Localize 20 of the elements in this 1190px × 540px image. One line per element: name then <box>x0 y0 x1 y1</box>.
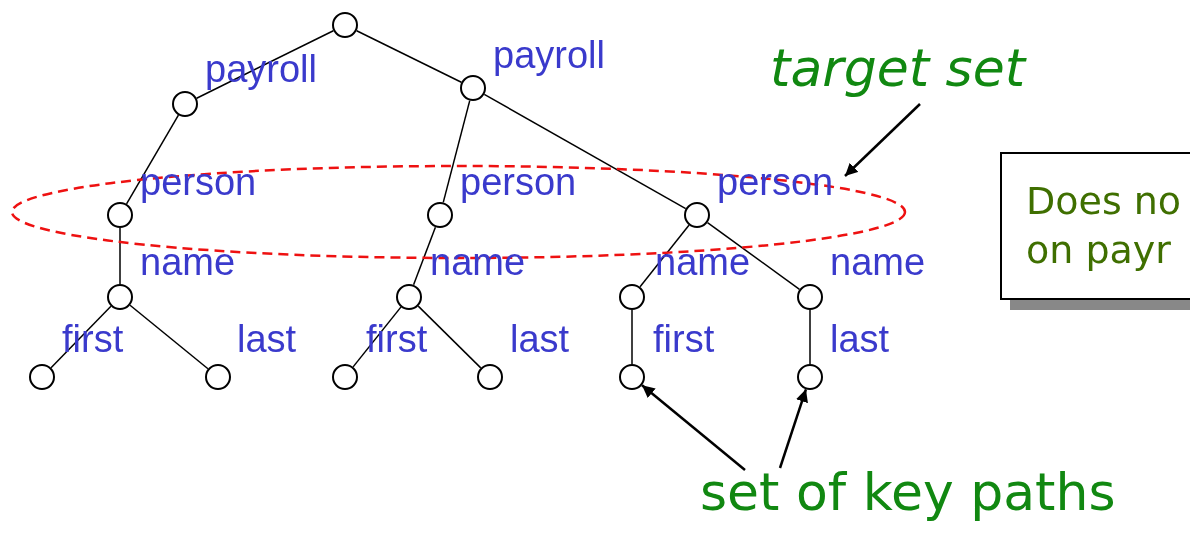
edge-label: last <box>830 320 890 358</box>
tree-edge <box>412 226 437 286</box>
tree-edge <box>631 309 633 365</box>
arrow <box>844 103 921 177</box>
tree-edge <box>129 304 209 370</box>
edge-label: name <box>655 243 751 281</box>
edge-label: name <box>140 243 236 281</box>
tree-edge <box>119 227 121 285</box>
edge-label: payroll <box>493 36 605 74</box>
tree-edge <box>809 309 811 365</box>
tree-edge <box>442 99 471 204</box>
edge-label: person <box>140 163 257 201</box>
edge-label: last <box>510 320 570 358</box>
edge-label: first <box>653 320 715 358</box>
arrow <box>778 388 808 469</box>
arrow <box>641 384 746 471</box>
tree-edge <box>417 305 482 369</box>
edge-label: last <box>237 320 297 358</box>
edge-label: person <box>460 163 577 201</box>
edge-label: name <box>830 243 926 281</box>
